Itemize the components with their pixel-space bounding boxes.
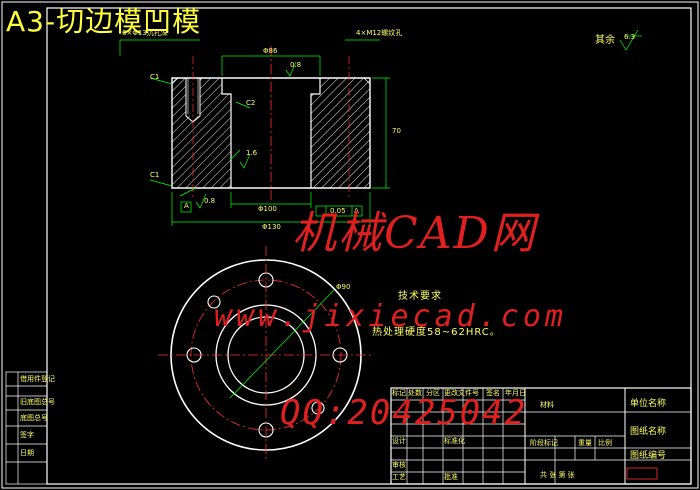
dim-mid-bore: Φ100 xyxy=(258,205,277,213)
tb-weight: 重量 xyxy=(578,439,592,447)
drawing-frame-inner xyxy=(46,7,692,485)
pin-hole-2 xyxy=(311,401,325,415)
section-hatch-left xyxy=(172,78,231,188)
tb-qty: 处数 xyxy=(408,389,422,397)
tb-drawing-name: 图纸名称 xyxy=(630,427,667,437)
drawing-no-highlight xyxy=(626,467,658,480)
tb-design: 设计 xyxy=(392,437,406,445)
dim-chamfer-inner: C2 xyxy=(246,99,256,107)
tb-drawing-no: 图纸编号 xyxy=(630,451,667,461)
tb-unit-name: 单位名称 xyxy=(630,399,667,409)
drawing-title: A3-切边模凹模 xyxy=(6,5,202,38)
tb-mark: 标记 xyxy=(392,389,406,397)
section-view xyxy=(171,46,371,202)
tb-approve: 批准 xyxy=(444,473,458,481)
tb-date: 年月日 xyxy=(505,389,526,397)
tb-process: 工艺 xyxy=(392,473,406,481)
tb-standardize: 标准化 xyxy=(444,437,465,445)
tech-requirements-heading: 技术要求 xyxy=(398,291,442,302)
tb-scale: 比例 xyxy=(598,439,612,447)
pin-hole-1 xyxy=(207,295,221,309)
dim-rough-b: 1.6 xyxy=(246,149,258,157)
dim-rough-a: 0.8 xyxy=(290,61,302,69)
tolerance-datum: A xyxy=(354,207,359,215)
left-margin-table xyxy=(5,371,48,485)
watermark-site-name: 机械CAD网 xyxy=(292,208,537,259)
tb-review: 审核 xyxy=(392,461,406,469)
section-dimensions xyxy=(119,29,642,226)
margin-sign: 签字 xyxy=(20,431,34,439)
datum-label: A xyxy=(184,202,189,210)
dim-chamfer-bottom: C1 xyxy=(150,171,160,179)
margin-base-drawing: 底图总号 xyxy=(20,414,48,422)
other-surfaces-note: 其余 xyxy=(595,35,615,46)
watermark-qq: QQ:20425042 xyxy=(280,393,528,433)
tb-material: 材料 xyxy=(540,401,554,409)
tb-signature: 签名 xyxy=(486,389,500,397)
dim-pcd: Φ90 xyxy=(336,283,351,291)
tech-requirements-line: 热处理硬度58~62HRC。 xyxy=(372,327,501,338)
title-block xyxy=(390,387,692,485)
dim-top-bore: Φ86 xyxy=(263,47,278,55)
dim-thread-note: 4×M12螺纹孔 xyxy=(356,29,403,37)
section-hatch-right xyxy=(311,78,370,188)
tb-change-doc: 更改文件号 xyxy=(444,389,479,397)
tolerance-value: 0.05 xyxy=(330,207,346,215)
dim-rough-c: 0.8 xyxy=(204,197,216,205)
margin-date: 日期 xyxy=(20,449,34,457)
tb-sheets: 共 张 第 张 xyxy=(540,471,575,479)
tb-zone: 分区 xyxy=(426,389,440,397)
margin-old-drawing: 旧底图总号 xyxy=(20,398,55,406)
tb-stage-mark: 阶段标记 xyxy=(530,439,558,447)
watermark-url: www.jixiecad.com xyxy=(214,299,567,334)
dim-height: 70 xyxy=(392,127,401,135)
section-outline xyxy=(171,77,371,189)
plan-view xyxy=(158,246,372,462)
roughness-value: 6.3 xyxy=(624,33,636,41)
dim-hole-note: 6×Φ13沉孔深 xyxy=(122,29,168,37)
margin-borrow: 借用件登记 xyxy=(20,375,55,383)
dim-outer-dia: Φ130 xyxy=(262,223,281,231)
dim-chamfer-top: C1 xyxy=(150,73,160,81)
